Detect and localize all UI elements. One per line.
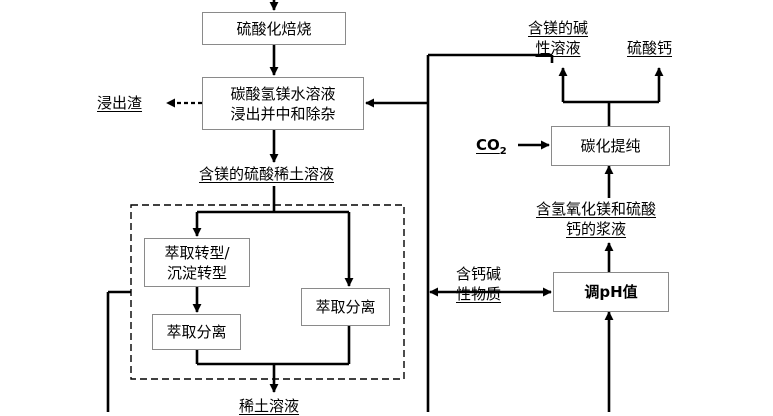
leaching-label-line1: 碳酸氢镁水溶液 [230,84,336,103]
calcium-alkali-line2: 性物质 [456,285,502,303]
sulfation-roasting-box: 硫酸化焙烧 [202,12,346,45]
extraction-region [130,204,405,380]
extract-convert-line1: 萃取转型/ [164,243,230,262]
extract-separation-right-box: 萃取分离 [301,288,390,326]
rare-earth-solution-label: 稀土溶液 [239,397,300,415]
adjust-ph-label: 调pH值 [584,283,638,301]
mg-alkaline-line2: 性溶液 [535,39,581,57]
co2-label: CO2 [476,136,507,157]
calcium-sulfate-label: 硫酸钙 [627,39,673,57]
extract-separation-left-box: 萃取分离 [152,314,241,350]
extract-separation-right-label: 萃取分离 [315,298,376,316]
carbonize-purify-label: 碳化提纯 [580,137,641,155]
co2-subscript: 2 [499,146,507,157]
slurry-line2: 钙的浆液 [566,220,627,238]
leaching-box: 碳酸氢镁水溶液 浸出并中和除杂 [202,77,364,130]
mg-alkaline-line1: 含镁的碱 [528,19,589,37]
slurry-label: 含氢氧化镁和硫酸 钙的浆液 [536,199,656,239]
adjust-ph-box: 调pH值 [553,272,669,312]
calcium-alkali-label: 含钙碱 性物质 [456,264,501,304]
mg-sulfate-solution-label: 含镁的硫酸稀土溶液 [199,165,335,183]
mg-alkaline-solution-label: 含镁的碱 性溶液 [528,18,588,58]
sulfation-roasting-label: 硫酸化焙烧 [236,19,312,38]
extract-convert-box: 萃取转型/ 沉淀转型 [144,238,250,287]
extract-separation-left-label: 萃取分离 [166,323,227,341]
leaching-label-line2: 浸出并中和除杂 [230,104,336,123]
extract-convert-line2: 沉淀转型 [166,263,227,282]
slurry-line1: 含氢氧化镁和硫酸 [536,200,657,218]
carbonize-purify-box: 碳化提纯 [551,126,670,166]
residue-label: 浸出渣 [97,94,143,112]
calcium-alkali-line1: 含钙碱 [456,265,502,283]
